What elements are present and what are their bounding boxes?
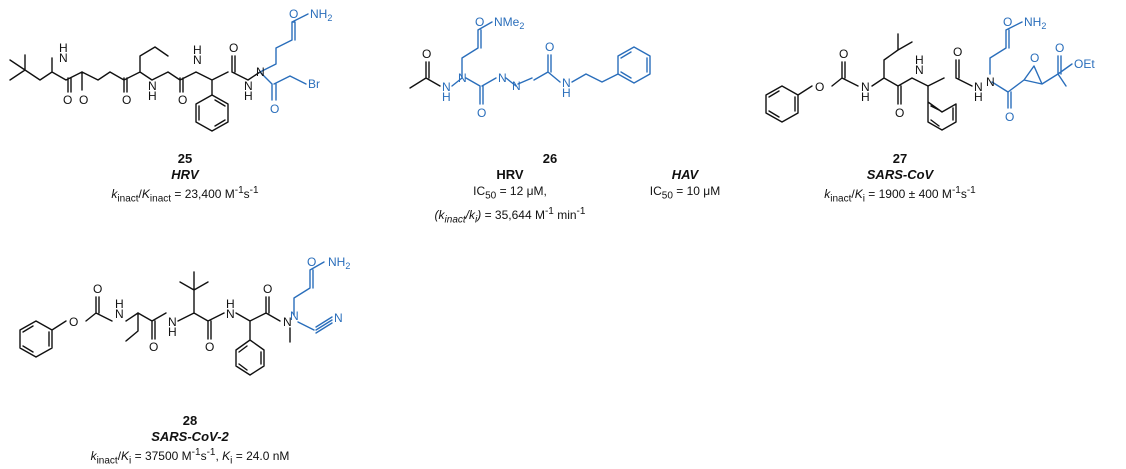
atom-28-n_me: N bbox=[283, 315, 292, 329]
structure-26: O N H N O N N O N H O NMe2 bbox=[409, 15, 651, 120]
atom-27-o_ether: O bbox=[815, 80, 824, 94]
atom-25-n_aza: N bbox=[256, 65, 265, 79]
atom-25-nh_c: N bbox=[193, 53, 202, 67]
atom-25-h_c: H bbox=[193, 43, 202, 57]
atom-27-n2: N bbox=[915, 63, 924, 77]
atom-28-h3: H bbox=[226, 297, 235, 311]
atom-26-h5: H bbox=[562, 86, 571, 100]
activity-26-hav: IC50 = 10 μM bbox=[649, 184, 721, 202]
compound-number-25: 25 bbox=[177, 151, 193, 166]
atom-27-h2: H bbox=[915, 53, 924, 67]
atom-27-o_epoxide: O bbox=[1030, 51, 1039, 65]
atom-27-o_ester: O bbox=[1055, 41, 1064, 55]
atom-25-amide: NH2 bbox=[310, 7, 332, 23]
atom-25-nh_a: N bbox=[59, 51, 68, 65]
atom-28-o_ether: O bbox=[69, 315, 78, 329]
structure-25: N H O O O N H N H O O N H N O NH2 O Br bbox=[9, 7, 332, 132]
virus-label-27: SARS-CoV bbox=[866, 167, 934, 182]
virus-label-28: SARS-CoV-2 bbox=[151, 429, 229, 444]
activity-26-hrv: IC50 = 12 μM, bbox=[473, 184, 547, 202]
atom-27-o_amide: O bbox=[1003, 15, 1012, 29]
atom-28-n3: N bbox=[226, 307, 235, 321]
atom-26-o_mid: O bbox=[477, 106, 486, 120]
caption-26-hrv: HRV IC50 = 12 μM, (kinact/ki) = 35,644 M… bbox=[410, 167, 610, 229]
atom-25-o_a: O bbox=[63, 93, 72, 107]
activity-25: kinact/Kinact = 23,400 M-1s-1 bbox=[111, 185, 259, 205]
atom-28-o_amide: O bbox=[307, 255, 316, 269]
virus-label-26-hav: HAV bbox=[671, 167, 699, 182]
virus-label-25: HRV bbox=[171, 167, 199, 182]
caption-25: 25 HRV kinact/Kinact = 23,400 M-1s-1 bbox=[90, 151, 280, 207]
atom-27-n3: N bbox=[974, 80, 983, 94]
atom-25-o_b: O bbox=[122, 93, 131, 107]
atom-26-o_urea: O bbox=[545, 40, 554, 54]
atom-28-n_aza: N bbox=[290, 309, 299, 323]
atom-26-n5: N bbox=[562, 76, 571, 90]
atom-28-n2: N bbox=[168, 315, 177, 329]
atom-25-h_a: H bbox=[59, 41, 68, 55]
activity-27: kinact/Ki = 1900 ± 400 M-1s-1 bbox=[824, 185, 976, 205]
caption-26-number: 26 bbox=[520, 151, 580, 167]
atom-25-o_acyl: O bbox=[270, 102, 279, 116]
atom-25-nh_b: N bbox=[148, 79, 157, 93]
atom-26-n4: N bbox=[512, 79, 521, 93]
atom-25-o_amide: O bbox=[289, 7, 298, 21]
virus-label-26-hrv: HRV bbox=[496, 167, 524, 182]
atom-28-o2: O bbox=[205, 340, 214, 354]
atom-28-h1: H bbox=[115, 297, 124, 311]
atom-28-o_carb: O bbox=[93, 282, 102, 296]
atom-25-h_hydrazide: H bbox=[244, 89, 253, 103]
atom-27-o2: O bbox=[953, 45, 962, 59]
atom-26-h1: H bbox=[442, 90, 451, 104]
atom-25-n_hydrazide: N bbox=[244, 79, 253, 93]
atom-27-amide: NH2 bbox=[1024, 15, 1046, 31]
atom-28-h2: H bbox=[168, 325, 177, 339]
atom-26-o_acetyl: O bbox=[422, 47, 431, 61]
atom-28-nitrile_n: N bbox=[334, 311, 343, 325]
compound-number-26: 26 bbox=[542, 151, 558, 166]
caption-28: 28 SARS-CoV-2 kinact/Ki = 37500 M-1s-1, … bbox=[60, 413, 320, 469]
caption-27: 27 SARS-CoV kinact/Ki = 1900 ± 400 M-1s-… bbox=[800, 151, 1000, 207]
compound-number-28: 28 bbox=[182, 413, 198, 428]
atom-28-o3: O bbox=[263, 282, 272, 296]
atom-27-o_carb: O bbox=[839, 47, 848, 61]
atom-25-o_d: O bbox=[229, 41, 238, 55]
atom-28-o1: O bbox=[149, 340, 158, 354]
atom-26-n2: N bbox=[458, 71, 467, 85]
atom-26-n3: N bbox=[498, 71, 507, 85]
atom-27-n1: N bbox=[861, 80, 870, 94]
atom-28-amide: NH2 bbox=[328, 255, 350, 271]
atom-25-o_c: O bbox=[178, 93, 187, 107]
atom-26-o_amide: O bbox=[475, 15, 484, 29]
atom-27-o1: O bbox=[895, 106, 904, 120]
compound-number-27: 27 bbox=[892, 151, 908, 166]
atom-25-halide: Br bbox=[308, 77, 320, 91]
atom-27-h1: H bbox=[861, 90, 870, 104]
activity-28: kinact/Ki = 37500 M-1s-1, Ki = 24.0 nM bbox=[90, 447, 290, 467]
caption-26-hav: HAV IC50 = 10 μM bbox=[630, 167, 740, 204]
activity-26-hrv-kinact: (kinact/ki) = 35,644 M-1 min-1 bbox=[434, 206, 586, 226]
atom-26-n1: N bbox=[442, 80, 451, 94]
structure-28: O O N H O N H O N H O N N O NH2 N bbox=[19, 255, 350, 376]
atom-27-ester: OEt bbox=[1074, 57, 1095, 71]
atom-27-n_aza: N bbox=[986, 75, 995, 89]
atom-27-o_acyl: O bbox=[1005, 110, 1014, 124]
atom-28-n1: N bbox=[115, 307, 124, 321]
atom-25-h_b: H bbox=[148, 89, 157, 103]
atom-27-h3: H bbox=[974, 90, 983, 104]
atom-26-amide: NMe2 bbox=[494, 15, 524, 31]
atom-25-o_carbamate: O bbox=[79, 93, 88, 107]
structure-27: O O N H O N H O N H N O NH2 O O O OEt bbox=[765, 15, 1095, 131]
